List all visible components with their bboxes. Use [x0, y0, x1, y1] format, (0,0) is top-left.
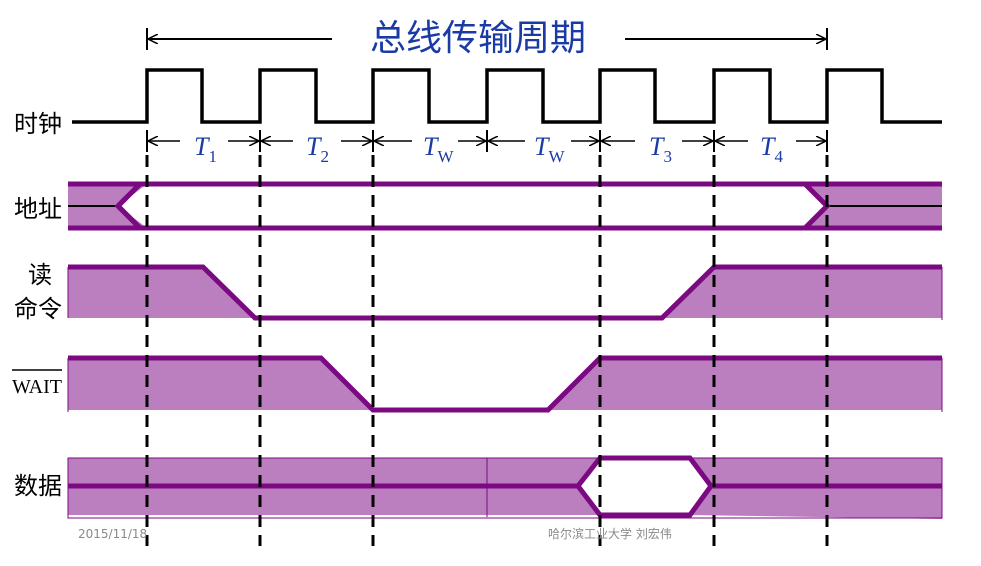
read-command-label-line1: 读 [28, 261, 52, 289]
period-label-t4: T4 [760, 132, 783, 166]
clock-label: 时钟 [14, 110, 62, 138]
svg-text:T2: T2 [306, 132, 329, 166]
wait-label: WAIT [12, 376, 62, 398]
period-label-tw-2: TW [534, 132, 565, 166]
svg-text:TW: TW [423, 132, 454, 166]
data-label: 数据 [14, 472, 62, 500]
address-waveform [68, 181, 942, 231]
period-label-t3: T3 [649, 132, 672, 166]
data-waveform [67, 455, 943, 519]
svg-text:T4: T4 [760, 132, 783, 166]
period-label-t1: T1 [194, 132, 217, 166]
bus-cycle-span: 总线传输周期 [146, 18, 828, 59]
svg-text:T3: T3 [649, 132, 672, 166]
footer-date: 2015/11/18 [78, 527, 147, 541]
clock-edge-guides [145, 155, 829, 546]
period-label-t2: T2 [306, 132, 329, 166]
period-label-tw-1: TW [423, 132, 454, 166]
svg-text:T1: T1 [194, 132, 217, 166]
read-command-label-line2: 命令 [14, 295, 62, 323]
read-command-waveform [67, 264, 943, 321]
address-label: 地址 [14, 195, 62, 223]
clock-waveform [72, 68, 942, 124]
svg-text:TW: TW [534, 132, 565, 166]
footer-author: 哈尔滨工业大学 刘宏伟 [548, 526, 672, 541]
diagram-title: 总线传输周期 [370, 18, 586, 59]
wait-waveform [67, 355, 943, 413]
